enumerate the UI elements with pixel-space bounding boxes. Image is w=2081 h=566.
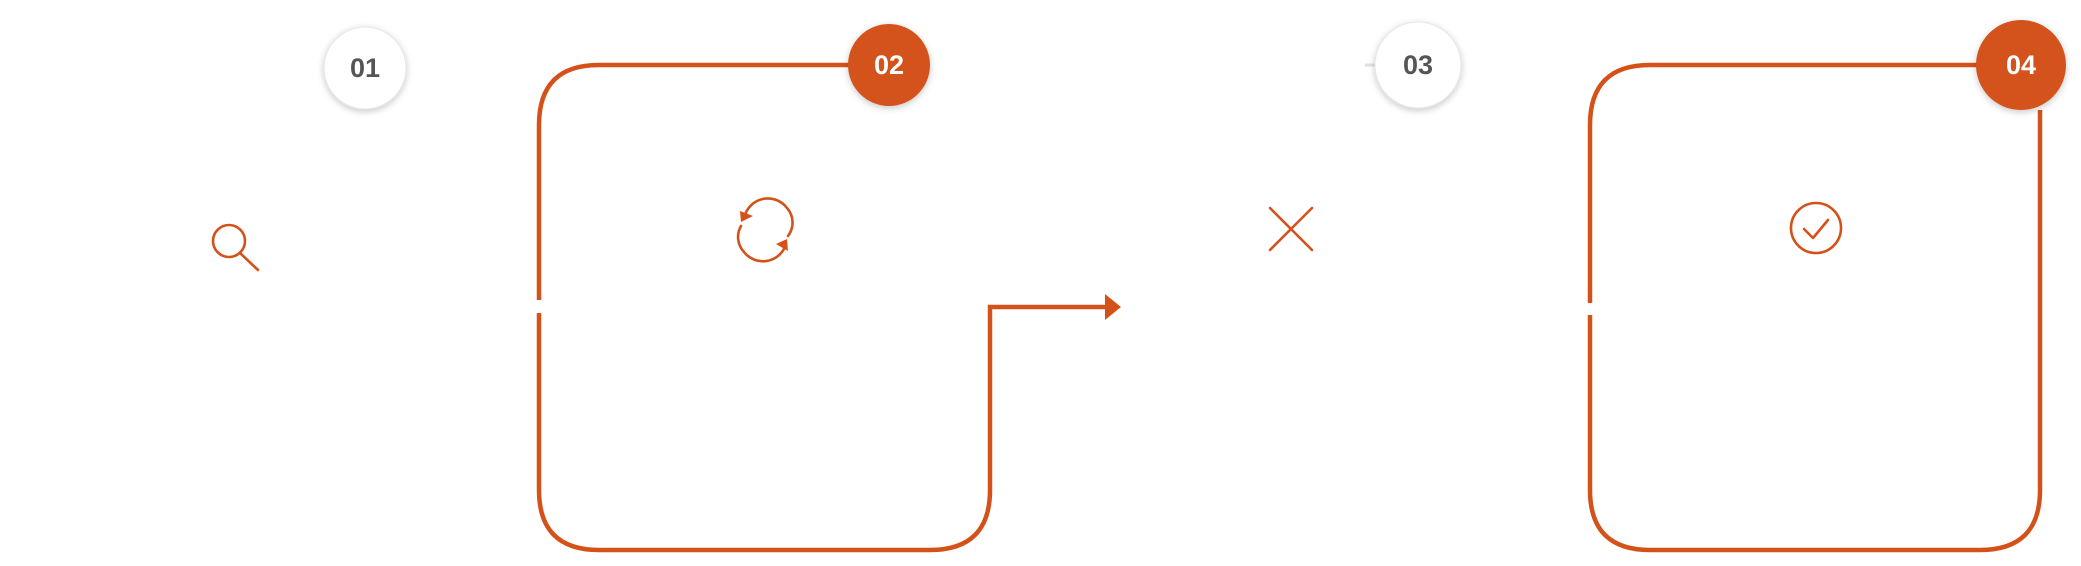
refresh-arrowhead-bottom [776,239,788,251]
step-frame-02-lower [536,313,993,553]
step-01: 01 [211,26,407,272]
step-badge-02 [848,24,930,106]
step-02: 02 [536,24,1121,553]
check-circle-icon [1789,201,1843,255]
step-04: 04 [1587,20,2066,553]
search-icon [211,223,260,272]
step-frame-04 [1587,62,1980,303]
refresh-arrowhead-top [740,211,753,222]
step-number-03: 03 [1403,50,1433,80]
refresh-icon [736,197,794,263]
step-number-02: 02 [874,50,904,80]
connector-arrowhead [1105,294,1121,320]
close-icon [1268,206,1314,252]
step-number-04: 04 [2006,50,2036,80]
step-number-01: 01 [350,53,380,83]
step-frame-02 [536,62,850,300]
connector-arrow-line [987,304,1107,490]
step-frame-04-lower [1587,110,2043,553]
step-badge-04 [1976,20,2066,110]
step-badge-03 [1374,21,1462,109]
step-badge-01 [323,26,407,110]
step-03: 03 [1268,21,1462,252]
